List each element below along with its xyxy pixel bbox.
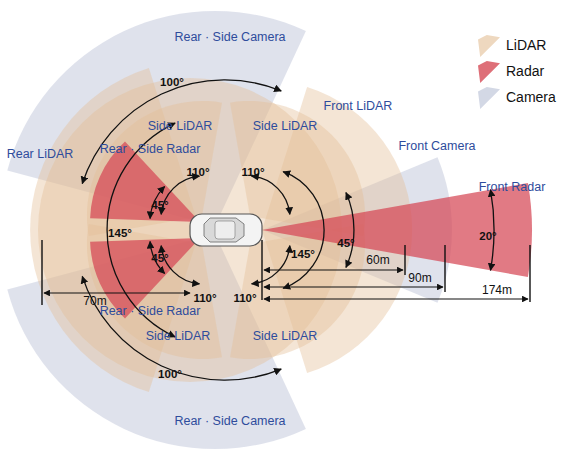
angle-arc — [252, 246, 290, 284]
sensor-label: Front LiDAR — [324, 100, 393, 114]
angle-label: 110° — [193, 292, 216, 305]
sensor-label: Front Radar — [479, 181, 546, 195]
distance-lines — [42, 240, 530, 305]
sensor-label: Rear · Side Camera — [174, 415, 285, 429]
angle-label: 110° — [233, 292, 256, 305]
radar-sector — [262, 183, 532, 277]
angle-arc — [346, 193, 354, 268]
dimension-tick — [41, 240, 42, 305]
dimension-tick — [261, 240, 262, 300]
legend-text: Radar — [506, 63, 544, 79]
angle-label: 100° — [160, 76, 184, 89]
angle-label: 20° — [479, 230, 496, 243]
radar-sector — [90, 238, 200, 318]
sensor-label: Rear · Side Radar — [100, 305, 201, 319]
dimension-tick — [404, 245, 405, 275]
angle-label: 45° — [151, 252, 168, 265]
legend-row: LiDAR — [478, 35, 518, 57]
dimension-tick — [444, 245, 445, 292]
angle-label: 45° — [337, 237, 354, 250]
legend-swatch — [478, 87, 500, 109]
distance-label: 174m — [482, 284, 512, 297]
sensor-label: Side LiDAR — [148, 120, 213, 134]
car-icon — [190, 214, 262, 246]
dimension-tick — [529, 245, 530, 302]
sensor-label: Front Camera — [398, 140, 475, 154]
sensor-label: Rear · Side Camera — [174, 31, 285, 45]
dimension-line — [264, 298, 528, 299]
sensor-label: Side LiDAR — [253, 330, 318, 344]
angle-arc — [82, 80, 281, 184]
angle-arc — [283, 172, 324, 289]
angle-label: 145° — [108, 227, 132, 240]
angle-arc — [161, 246, 199, 284]
angle-arcs — [82, 80, 494, 380]
angle-arc — [252, 176, 290, 214]
legend-swatch — [478, 61, 500, 83]
legend-swatch — [478, 35, 500, 57]
legend-row: Radar — [478, 61, 516, 83]
angle-label: 45° — [151, 199, 168, 212]
sensor-label: Side LiDAR — [146, 330, 211, 344]
angle-label: 110° — [241, 166, 264, 179]
legend-row: Camera — [478, 87, 528, 109]
angle-arc — [82, 276, 281, 380]
coverage-sectors — [7, 11, 532, 449]
angle-label: 100° — [158, 368, 182, 381]
sensor-label: Rear LiDAR — [7, 148, 74, 162]
dimension-line — [264, 269, 403, 270]
distance-label: 60m — [366, 254, 389, 267]
sensor-label: Side LiDAR — [253, 120, 318, 134]
sensor-label: Rear · Side Radar — [100, 143, 201, 157]
angle-label: 145° — [291, 248, 315, 261]
legend-text: LiDAR — [506, 37, 546, 53]
dimension-line — [44, 292, 190, 293]
dimension-line — [264, 286, 443, 287]
legend-text: Camera — [506, 89, 556, 105]
radar-sector — [90, 142, 200, 222]
distance-label: 90m — [408, 272, 431, 285]
angle-label: 110° — [186, 166, 209, 179]
